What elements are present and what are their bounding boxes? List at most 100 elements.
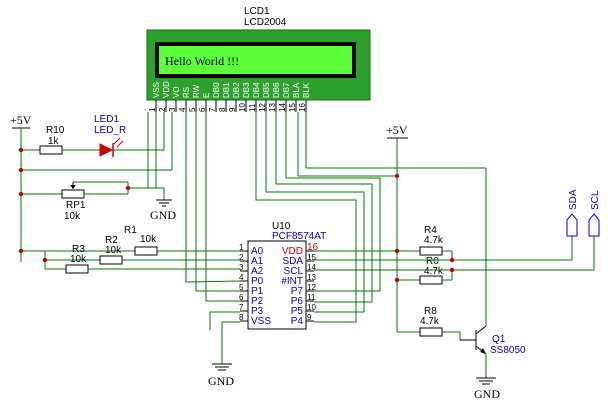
scl-port-label: SCL (590, 190, 601, 210)
lcd-pin-name: DB2 (232, 82, 241, 98)
lcd-pin-name: DB6 (272, 82, 281, 98)
ic-part: PCF8574AT (272, 231, 326, 242)
ic-left-pin-name: A1 (251, 256, 264, 267)
ic-right-pin-number: 9 (307, 313, 312, 322)
lcd-pin-name: RS (182, 87, 191, 98)
lcd-pin-number: 15 (288, 103, 297, 112)
r3-ref: R3 (72, 244, 85, 255)
lcd-pin-name: VDD (162, 81, 171, 98)
lcd-signal-wire (209, 311, 240, 330)
lcd-part: LCD2004 (244, 17, 287, 28)
r2-body (99, 255, 123, 265)
ic-right-pin-name: P5 (291, 306, 304, 317)
ic-right-pin-number: 15 (307, 253, 316, 262)
ic-right-pin-name: P6 (291, 296, 304, 307)
lcd-signal-wire (265, 112, 365, 313)
r3-value: 10k (70, 254, 87, 265)
sda-port-shape (566, 213, 578, 237)
r1-value: 10k (140, 234, 157, 245)
ic-left-pin-number: 2 (239, 253, 244, 262)
lcd-pin-number: 4 (178, 107, 187, 112)
ic-right-pin-number: 10 (307, 303, 316, 312)
lcd-signal-wire (205, 112, 240, 302)
lcd-pin-number: 11 (248, 103, 257, 112)
r10-body (39, 145, 63, 155)
r10: R10 1k (21, 125, 100, 155)
r1-body (134, 246, 158, 256)
ic-left-pin-name: P2 (251, 296, 264, 307)
r8-body (419, 327, 443, 337)
ic-left-pin-name: P3 (251, 306, 264, 317)
lcd-pin-name: VSS (152, 82, 161, 98)
lcd-screen (159, 46, 352, 74)
ic-left-pin-number: 7 (239, 303, 244, 312)
lcd-pin-number: 13 (268, 103, 277, 112)
ic-right-pin-name: P4 (291, 316, 304, 327)
lcd-pin-number: 2 (158, 107, 167, 112)
lcd-pin-number: 6 (198, 107, 207, 112)
r8-value: 4.7k (420, 316, 440, 327)
lcd-pin-name: RW (192, 84, 201, 98)
lcd-pin-number: 1 (148, 107, 157, 112)
r0-value: 4.7k (424, 266, 444, 277)
address-resistors: R1 10k R2 10k R3 10k (21, 225, 240, 274)
r4-value: 4.7k (424, 235, 444, 246)
vcc-right: +5V (314, 123, 420, 332)
q1-ref: Q1 (492, 334, 506, 345)
rp1-body (61, 189, 85, 199)
vcc-left: +5V (10, 113, 32, 262)
ic-left-pin-number: 3 (239, 263, 244, 272)
rp1-value: 10k (64, 211, 81, 222)
ic-left-pin-number: 6 (239, 293, 244, 302)
q1-value: SS8050 (490, 345, 526, 356)
vcc-right-label: +5V (386, 123, 408, 137)
r0-ref: R0 (426, 256, 439, 267)
lcd-screen-text: Hello World !!! (165, 54, 239, 68)
ic-left-pin-number: 8 (239, 313, 244, 322)
r3-body (65, 264, 89, 274)
lcd-pin-number: 10 (238, 103, 247, 112)
junctions (18, 147, 455, 283)
r10-ref: R10 (46, 125, 65, 136)
lcd-pin-name: BLA (292, 82, 301, 98)
ic-left-pin-name: P1 (251, 286, 264, 297)
ic-right-pin-name: SCL (284, 266, 304, 277)
ic-right-pin-number: 12 (307, 283, 316, 292)
ic-body (247, 240, 307, 330)
lcd-pin-name: BLK (302, 82, 311, 98)
lcd-signal-wire (275, 112, 373, 303)
gnd-ic: GND (208, 321, 240, 388)
lcd-pin-name: VO (172, 86, 181, 98)
r4-body (419, 246, 443, 256)
ic-right-pin-name: SDA (282, 256, 303, 267)
lcd-pin-name: DB4 (252, 82, 261, 98)
vcc-left-label: +5V (10, 113, 32, 127)
lcd-module: LCD1 LCD2004 Hello World !!! VSS1VDD2VO3… (146, 6, 371, 112)
ic-left-pin-number: 5 (239, 283, 244, 292)
lcd-pin-number: 5 (188, 107, 197, 112)
port-sda: SDA (566, 189, 579, 237)
lcd-signal-wire (285, 112, 381, 292)
lcd-pin-number: 12 (258, 103, 267, 112)
gnd-ic-label: GND (208, 374, 234, 388)
ic-right-pin-name: #INT (281, 276, 303, 287)
lcd-pin-name: DB1 (222, 82, 231, 98)
ic-left-pin-number: 1 (239, 243, 244, 252)
ic-right-pin-number: 14 (307, 263, 316, 272)
lcd-signal-wire (185, 112, 241, 283)
r2-ref: R2 (105, 235, 118, 246)
i2c-pullups: R4 4.7k R0 4.7k (314, 225, 595, 285)
led1-ref: LED1 (94, 114, 119, 125)
lcd-pin-number: 14 (278, 103, 287, 112)
lcd-pin-name: DB5 (262, 82, 271, 98)
scl-port-shape (588, 213, 600, 237)
lcd-pin-name: DB7 (282, 82, 291, 98)
lcd-ref: LCD1 (244, 6, 270, 17)
gnd-top-label: GND (150, 208, 176, 222)
backlight-switch: R8 4.7k GND Q1 SS8050 (397, 192, 526, 401)
lcd-pin-name: E (202, 93, 211, 98)
lcd-pin-number: 16 (298, 103, 307, 112)
r2-value: 10k (105, 245, 122, 256)
